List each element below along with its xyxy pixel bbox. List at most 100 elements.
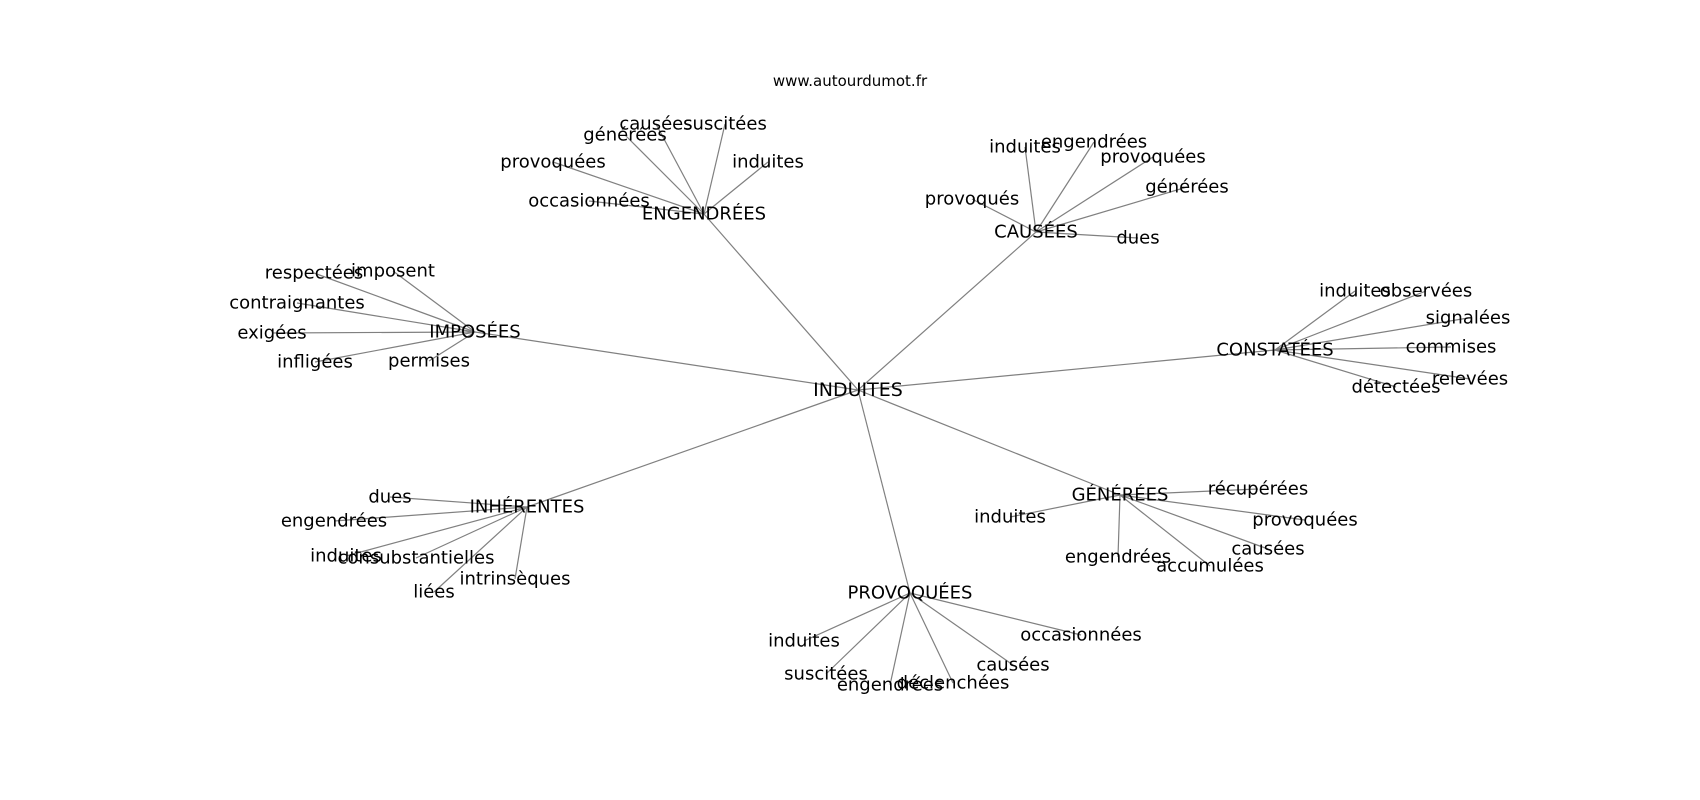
hub-node-generees[interactable]: GÉNÉRÉES <box>1072 484 1169 506</box>
edge-provoquees-leaf-4 <box>909 592 954 684</box>
leaf-node-causees-1[interactable]: engendrées <box>1041 132 1147 153</box>
edge-constatees-leaf-0 <box>1274 290 1356 351</box>
edge-inherentes-leaf-2 <box>345 506 528 557</box>
leaf-node-imposees-2[interactable]: contraignantes <box>229 293 365 314</box>
leaf-node-causees-2[interactable]: provoquées <box>1100 147 1205 168</box>
edge-generees-leaf-0 <box>1119 488 1259 496</box>
edge-generees-leaf-5 <box>1119 494 1211 567</box>
hub-node-causees[interactable]: CAUSÉES <box>994 221 1078 243</box>
edge-constatees-leaf-4 <box>1274 349 1471 380</box>
edges <box>271 123 1471 686</box>
leaf-node-generees-5[interactable]: accumulées <box>1156 556 1264 577</box>
leaf-node-provoquees-4[interactable]: déclenchées <box>897 673 1010 694</box>
edge-imposees-leaf-3 <box>271 331 476 334</box>
leaf-node-inherentes-4[interactable]: intrinsèques <box>459 569 570 590</box>
edge-center-constatees <box>857 349 1276 391</box>
leaf-node-engendrees-4[interactable]: provoquées <box>500 152 605 173</box>
edge-provoquees-leaf-3 <box>825 592 911 675</box>
leaf-node-engendrees-5[interactable]: occasionnées <box>528 191 650 212</box>
edge-engendrees-leaf-5 <box>588 200 705 215</box>
hub-node-imposees[interactable]: IMPOSÉES <box>429 321 520 343</box>
leaf-node-constatees-2[interactable]: signalées <box>1426 308 1511 329</box>
edge-inherentes-leaf-0 <box>389 496 528 508</box>
edge-constatees-leaf-2 <box>1274 317 1469 351</box>
leaf-node-causees-5[interactable]: dues <box>1116 228 1159 249</box>
leaf-node-generees-3[interactable]: causées <box>1231 539 1304 560</box>
leaf-node-generees-2[interactable]: provoquées <box>1252 510 1357 531</box>
center-node-label[interactable]: INDUITES <box>813 379 903 401</box>
edge-center-imposees <box>474 331 859 391</box>
edge-inherentes-leaf-5 <box>433 506 528 593</box>
leaf-node-engendrees-1[interactable]: suscitées <box>683 114 767 135</box>
leaf-node-imposees-0[interactable]: respectées <box>265 263 363 284</box>
leaf-node-inherentes-1[interactable]: engendrées <box>281 511 387 532</box>
node-labels: INDUITESENGENDRÉEScauséessuscitéesgénéré… <box>229 114 1510 696</box>
leaf-node-generees-4[interactable]: engendrées <box>1065 547 1171 568</box>
leaf-node-provoquees-2[interactable]: causées <box>976 655 1049 676</box>
leaf-node-engendrees-2[interactable]: générées <box>583 125 667 146</box>
edge-imposees-leaf-2 <box>296 302 476 333</box>
leaf-node-generees-1[interactable]: induites <box>974 507 1046 528</box>
leaf-node-inherentes-0[interactable]: dues <box>368 487 411 508</box>
leaf-node-inherentes-5[interactable]: liées <box>413 582 455 603</box>
edge-inherentes-leaf-1 <box>333 506 528 522</box>
leaf-node-inherentes-3[interactable]: consubstantielles <box>338 548 495 569</box>
leaf-node-constatees-5[interactable]: détectées <box>1351 377 1440 398</box>
edge-causees-leaf-0 <box>1024 146 1037 233</box>
edge-constatees-leaf-5 <box>1274 349 1397 388</box>
edge-causees-leaf-5 <box>1035 231 1139 239</box>
edge-center-inherentes <box>526 389 859 508</box>
hub-node-provoquees[interactable]: PROVOQUÉES <box>848 582 973 604</box>
leaf-node-imposees-1[interactable]: imposent <box>351 261 435 282</box>
leaf-node-causees-3[interactable]: générées <box>1145 177 1229 198</box>
edge-engendrees-leaf-0 <box>655 123 705 215</box>
edge-generees-leaf-3 <box>1119 494 1269 550</box>
leaf-node-constatees-0[interactable]: induites <box>1319 281 1391 302</box>
leaf-node-constatees-1[interactable]: observées <box>1380 281 1472 302</box>
edge-generees-leaf-4 <box>1117 494 1121 558</box>
edge-center-provoquees <box>857 389 911 594</box>
edge-constatees-leaf-3 <box>1274 346 1452 351</box>
edge-center-engendrees <box>703 213 859 391</box>
leaf-node-provoquees-0[interactable]: induites <box>768 631 840 652</box>
edge-imposees-leaf-5 <box>428 331 476 362</box>
leaf-node-provoquees-1[interactable]: occasionnées <box>1020 625 1142 646</box>
leaf-node-constatees-3[interactable]: commises <box>1406 337 1497 358</box>
edge-center-causees <box>857 231 1037 391</box>
leaf-node-constatees-4[interactable]: relevées <box>1432 369 1508 390</box>
edge-generees-leaf-1 <box>1009 494 1121 518</box>
edge-provoquees-leaf-0 <box>803 592 911 642</box>
edge-imposees-leaf-0 <box>313 272 476 333</box>
edge-engendrees-leaf-2 <box>624 134 705 215</box>
edge-engendrees-leaf-3 <box>703 161 769 215</box>
leaf-node-provoquees-3[interactable]: suscitées <box>784 664 868 685</box>
leaf-node-engendrees-0[interactable]: causées <box>619 114 692 135</box>
edge-center-generees <box>857 389 1121 496</box>
leaf-node-causees-4[interactable]: provoqués <box>925 189 1019 210</box>
leaf-node-inherentes-2[interactable]: induites <box>310 546 382 567</box>
edge-generees-leaf-2 <box>1119 494 1306 521</box>
edge-provoquees-leaf-2 <box>909 592 1014 666</box>
edge-causees-leaf-3 <box>1035 186 1188 233</box>
leaf-node-generees-0[interactable]: récupérées <box>1208 479 1308 500</box>
edge-engendrees-leaf-4 <box>552 161 705 215</box>
hub-node-inherentes[interactable]: INHÉRENTES <box>470 496 585 518</box>
leaf-node-provoquees-5[interactable]: engendrées <box>837 675 943 696</box>
edge-inherentes-leaf-3 <box>415 506 528 559</box>
leaf-node-engendrees-3[interactable]: induites <box>732 152 804 173</box>
leaf-node-imposees-4[interactable]: infligées <box>277 352 353 373</box>
leaf-node-causees-0[interactable]: induites <box>989 137 1061 158</box>
edge-constatees-leaf-1 <box>1274 290 1427 351</box>
edge-causees-leaf-1 <box>1035 141 1095 233</box>
edge-provoquees-leaf-1 <box>909 592 1082 636</box>
hub-node-constatees[interactable]: CONSTATÉES <box>1216 339 1333 361</box>
edge-provoquees-leaf-5 <box>889 592 911 686</box>
hub-node-engendrees[interactable]: ENGENDRÉES <box>642 203 766 225</box>
leaf-node-imposees-3[interactable]: exigées <box>237 323 306 344</box>
source-url: www.autourdumot.fr <box>772 72 928 90</box>
edge-engendrees-leaf-1 <box>703 123 726 215</box>
leaf-node-imposees-5[interactable]: permises <box>388 351 470 372</box>
edge-inherentes-leaf-4 <box>514 506 528 580</box>
